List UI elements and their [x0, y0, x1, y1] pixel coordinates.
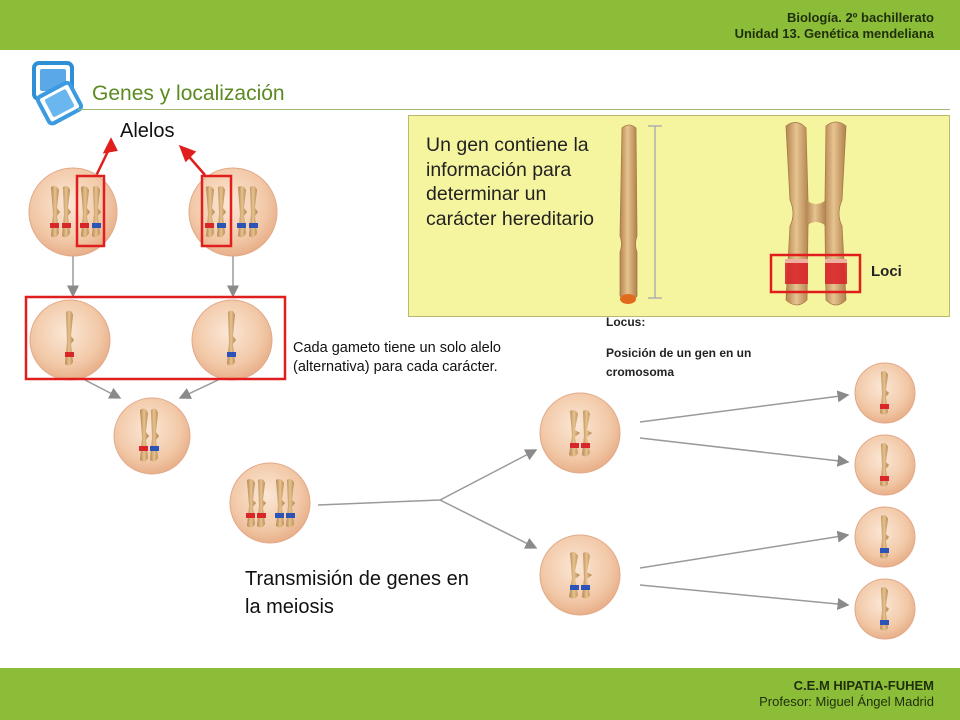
- locus-title: Locus:: [606, 315, 646, 329]
- locus-marker: [620, 294, 636, 304]
- single-chromosome-illustration: [619, 124, 662, 304]
- replicated-chromosome-illustration: [769, 121, 862, 306]
- final-gamete-1: [854, 362, 916, 424]
- footer-school: C.E.M HIPATIA-FUHEM: [793, 678, 934, 693]
- window-stack-icon: [32, 61, 84, 126]
- gamete-cell-1: [29, 299, 111, 381]
- meiosis-arrows: [317, 390, 850, 610]
- gamete-caption: Cada gameto tiene un solo alelo (alterna…: [293, 340, 501, 375]
- gamete-cell-2: [191, 299, 273, 381]
- header-course: Biología. 2º bachillerato: [786, 10, 934, 25]
- final-gamete-3: [854, 506, 916, 568]
- alleles-label: Alelos: [120, 120, 175, 142]
- final-gamete-4: [854, 578, 916, 640]
- meiosis-parent-cell: [229, 462, 311, 544]
- allele-highlight-box-1: [75, 174, 106, 248]
- meiosis-cell-b: [539, 534, 621, 616]
- page-title: Genes y localización: [92, 82, 285, 105]
- footer-teacher: Profesor: Miguel Ángel Madrid: [759, 694, 934, 709]
- parent-cell-2: [188, 167, 278, 257]
- parent-cell-1: [28, 167, 118, 257]
- gamete-highlight-box: [24, 295, 287, 381]
- meiosis-caption: Transmisión de genes en la meiosis: [245, 568, 469, 618]
- final-gamete-2: [854, 434, 916, 496]
- loci-label: Loci: [871, 263, 902, 280]
- chromosome-pair-red: [50, 186, 101, 238]
- meiosis-cell-a: [539, 392, 621, 474]
- footer-band: [0, 668, 960, 720]
- zygote-cell: [113, 397, 191, 475]
- header-band: [0, 0, 960, 50]
- footer-text: C.E.M HIPATIA-FUHEM Profesor: Miguel Áng…: [759, 678, 934, 710]
- title-divider: [78, 109, 950, 110]
- left-flow-arrows: [67, 255, 239, 399]
- header-unit: Unidad 13. Genética mendeliana: [734, 26, 934, 41]
- loci-highlight-box: [769, 253, 862, 294]
- allele-highlight-box-2: [200, 174, 233, 248]
- header-text: Biología. 2º bachillerato Unidad 13. Gen…: [735, 10, 934, 42]
- allele-pointer-arrows: [93, 137, 206, 179]
- gene-definition: Un gen contiene la información para dete…: [426, 134, 594, 230]
- locus-definition: Posición de un gen en un cromosoma: [606, 346, 752, 379]
